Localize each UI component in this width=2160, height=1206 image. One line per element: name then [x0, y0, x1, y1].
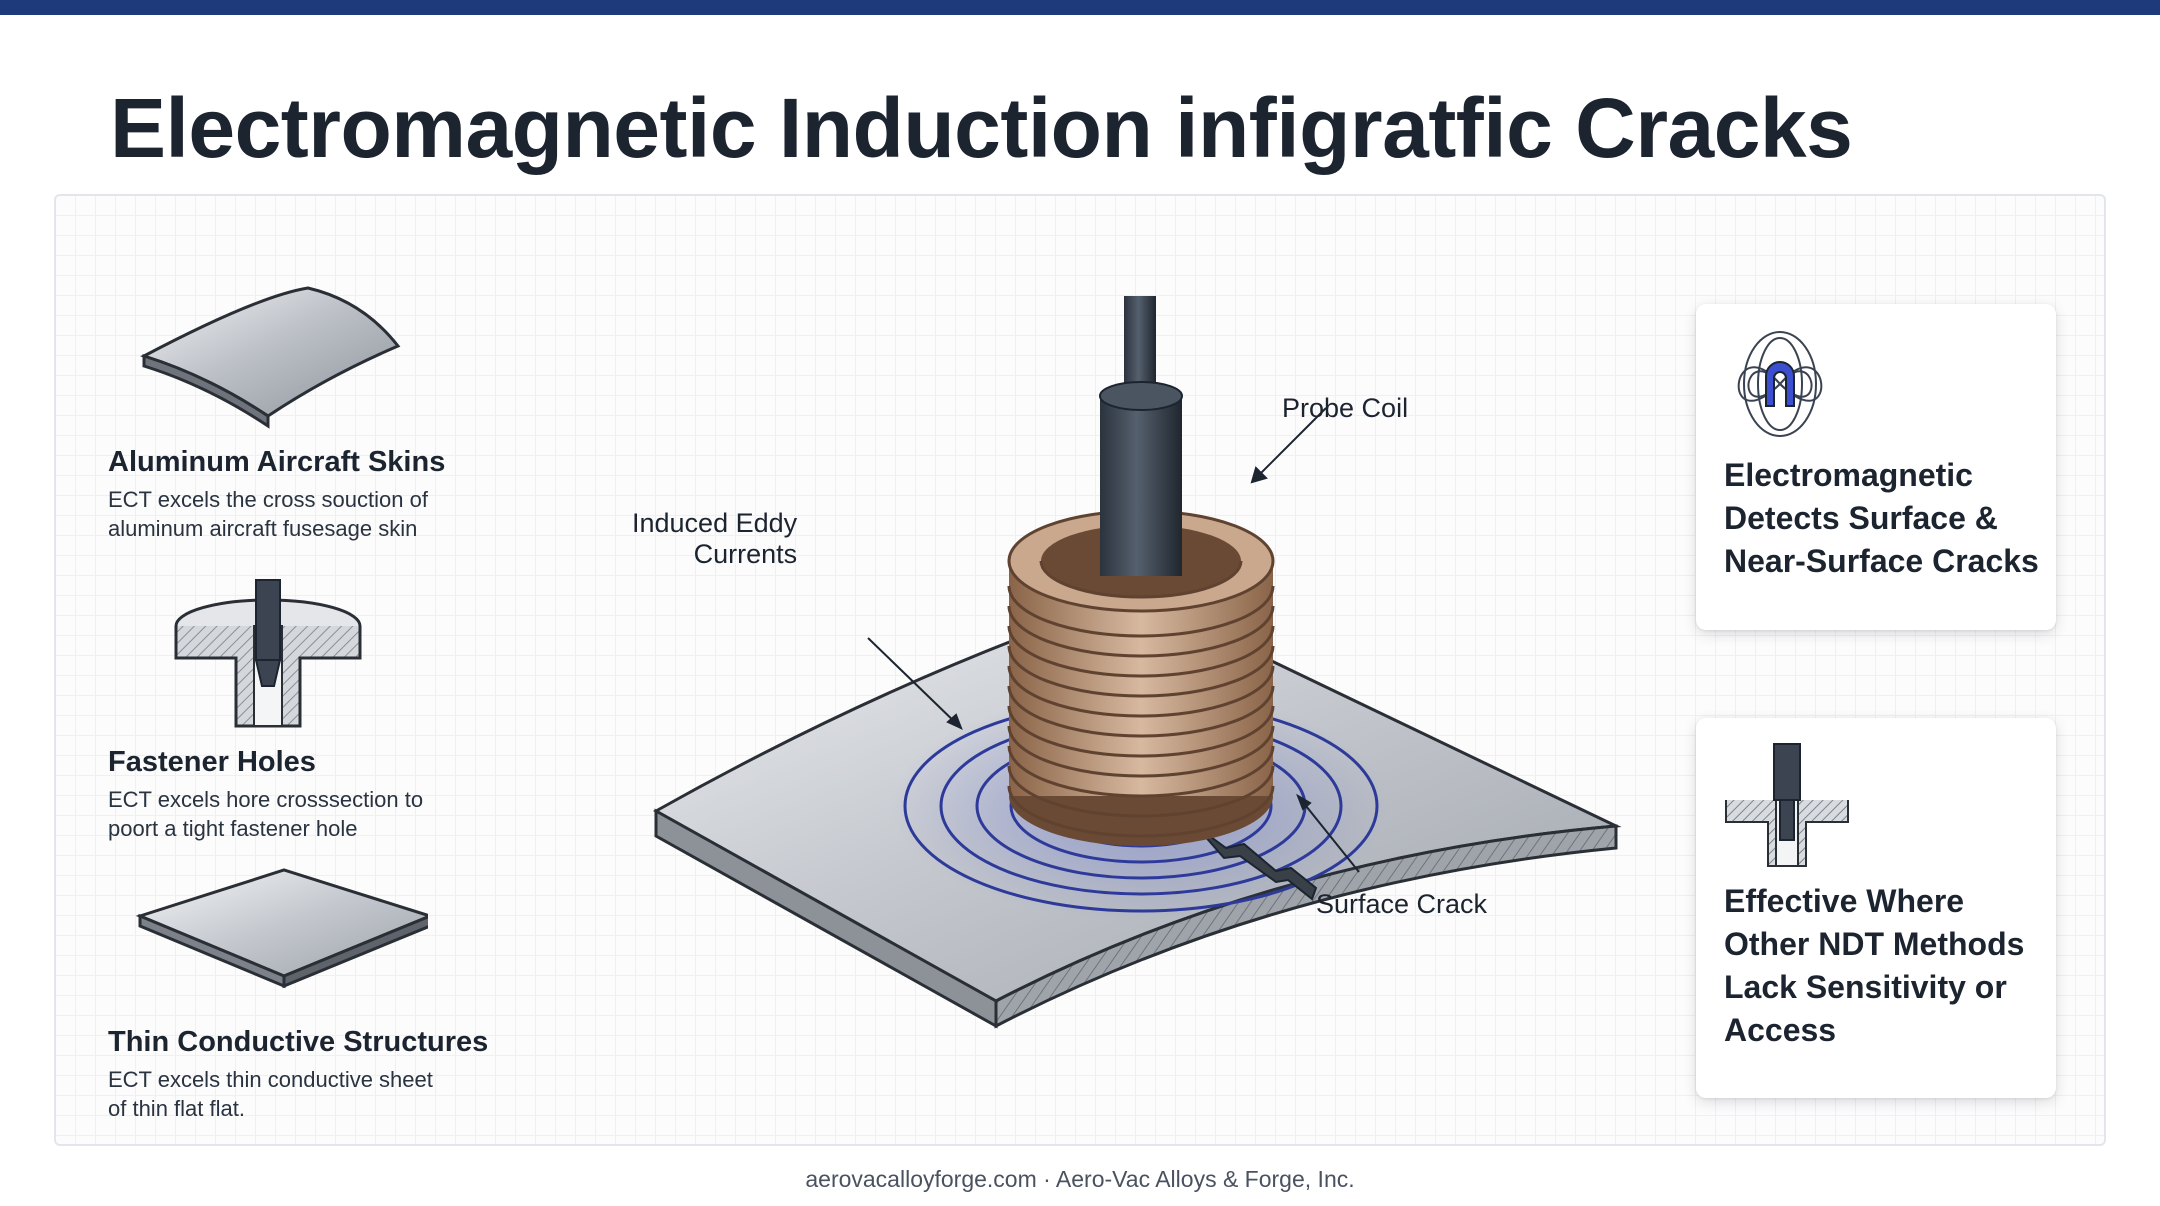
application-thin-structures: Thin Conductive Structures ECT excels th…: [108, 866, 528, 1123]
application-title: Aluminum Aircraft Skins: [108, 446, 446, 478]
application-aircraft-skins: Aluminum Aircraft Skins ECT excels the c…: [108, 276, 528, 543]
application-title: Thin Conductive Structures: [108, 1026, 489, 1058]
footer-credit: aerovacalloyforge.com · Aero-Vac Alloys …: [805, 1166, 1355, 1192]
application-fastener-holes: Fastener Holes ECT excels hore crosssect…: [108, 576, 528, 843]
top-accent-bar: [0, 0, 2160, 15]
page-title: Electromagnetic Induction infigratfic Cr…: [110, 81, 1853, 175]
leader-lines: [867, 407, 1360, 873]
application-description: ECT excels thin conductive sheet of thin…: [108, 1067, 433, 1121]
thin-plate-icon: [135, 868, 428, 989]
label-induced-eddy-currents: Induced Eddy Currents: [632, 508, 798, 569]
card-text: Electromagnetic Detects Surface & Near-S…: [1724, 457, 2039, 579]
probe-in-hole-icon: [1725, 743, 1849, 867]
surface-crack: [1195, 825, 1318, 901]
card-text: Effective Where Other NDT Methods Lack S…: [1724, 883, 2025, 1048]
application-description: ECT excels the cross souction of aluminu…: [108, 487, 428, 541]
curved-aircraft-skin-icon: [140, 286, 401, 429]
label-probe-coil: Probe Coil: [1282, 393, 1409, 423]
card-detects-cracks: Electromagnetic Detects Surface & Near-S…: [1696, 304, 2056, 630]
application-title: Fastener Holes: [108, 746, 316, 778]
diagram-panel: Aluminum Aircraft Skins ECT excels the c…: [54, 194, 2106, 1146]
label-surface-crack: Surface Crack: [1316, 889, 1488, 919]
card-effective-where: Effective Where Other NDT Methods Lack S…: [1696, 718, 2056, 1098]
probe-coil: [1007, 381, 1275, 846]
magnetic-field-icon: [1737, 331, 1823, 437]
fastener-hole-cross-section-icon: [174, 579, 362, 728]
application-description: ECT excels hore crosssection to poort a …: [108, 787, 424, 841]
eddy-current-probe-diagram: [652, 296, 1622, 1029]
